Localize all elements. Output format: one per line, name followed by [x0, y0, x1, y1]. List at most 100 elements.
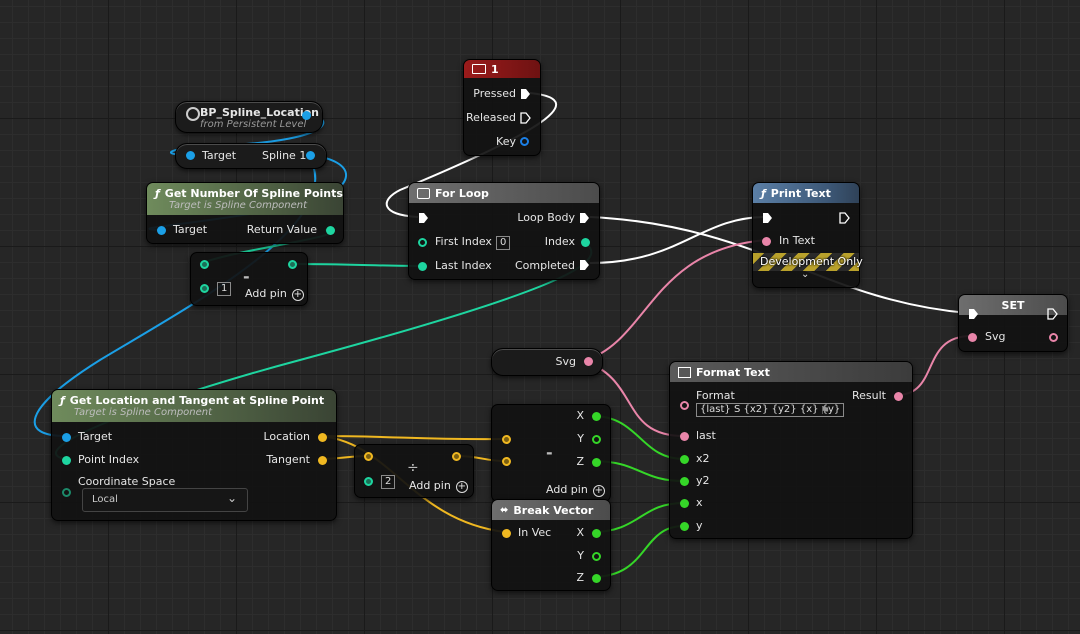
divide-output-pin[interactable]: [452, 452, 461, 461]
y-input-pin[interactable]: [680, 522, 689, 531]
integer-subtract-node[interactable]: - 1 Add pin+: [190, 252, 308, 306]
vec-sub-z-pin[interactable]: [592, 458, 601, 467]
localization-flag-icon[interactable]: ⚑: [820, 404, 830, 417]
first-index-value-box[interactable]: 0: [495, 236, 511, 250]
svg-getter-output-pin[interactable]: [584, 357, 593, 366]
print-text-header: ƒ Print Text: [753, 183, 859, 203]
coordinate-space-dropdown[interactable]: Local ⌄: [82, 488, 248, 512]
divide-add-pin-button[interactable]: Add pin +: [409, 479, 468, 493]
loop-body-exec-pin[interactable]: [579, 212, 590, 224]
in-text-pin[interactable]: [762, 237, 771, 246]
set-svg-output-pin[interactable]: [1049, 333, 1058, 342]
break-x-pin[interactable]: [592, 529, 601, 538]
subtract-input-b-pin[interactable]: [200, 284, 209, 293]
in-vec-pin[interactable]: [502, 529, 511, 538]
divide-input-b-pin[interactable]: [364, 477, 373, 486]
break-vector-header: ⬌Break Vector: [492, 500, 610, 520]
first-index-pin[interactable]: [418, 238, 427, 247]
key-struct-pin[interactable]: [520, 137, 529, 146]
vec-sub-x-pin[interactable]: [592, 412, 601, 421]
tangent-output-pin[interactable]: [318, 456, 327, 465]
last-input-pin[interactable]: [680, 432, 689, 441]
vector-subtract-node[interactable]: - X Y Z Add pin+: [491, 404, 611, 502]
coordinate-space-pin[interactable]: [62, 488, 71, 497]
coordinate-space-label: Coordinate Space: [78, 475, 176, 488]
divide-value-box[interactable]: 2: [381, 475, 396, 489]
vec-sub-y-pin[interactable]: [592, 435, 601, 444]
key-1-title: 1: [491, 62, 499, 76]
first-index-text: First Index: [435, 235, 492, 248]
get-spline-target-pin[interactable]: [186, 151, 195, 160]
format-text-title: Format Text: [696, 365, 770, 379]
break-y-pin[interactable]: [592, 552, 601, 561]
get-number-of-spline-points-subtitle: Target is Spline Component: [169, 200, 308, 211]
x-input-pin[interactable]: [680, 499, 689, 508]
set-exec-out-pin[interactable]: [1047, 308, 1058, 320]
get-location-and-tangent-title: Get Location and Tangent at Spline Point: [69, 394, 325, 407]
key-1-event-node[interactable]: 1 Pressed Released Key: [463, 59, 541, 156]
print-text-title: Print Text: [770, 186, 831, 200]
set-svg-input-pin[interactable]: [968, 333, 977, 342]
format-text-icon: [678, 366, 691, 378]
last-index-label: Last Index: [435, 259, 492, 272]
bp-spline-location-output-pin[interactable]: [302, 111, 311, 120]
loc-target-label: Target: [78, 430, 113, 443]
format-text-node[interactable]: Format Text Format {last} S {x2} {y2} {x…: [669, 361, 913, 539]
format-pin[interactable]: [680, 401, 689, 410]
released-exec-pin[interactable]: [520, 112, 531, 124]
bp-spline-location-title: BP_Spline_Location: [200, 106, 320, 119]
location-output-pin[interactable]: [318, 433, 327, 442]
x2-label: x2: [696, 452, 710, 465]
num-points-target-pin[interactable]: [157, 226, 166, 235]
subtract-input-a-pin[interactable]: [200, 260, 209, 269]
for-loop-header: For Loop: [409, 183, 599, 203]
y2-input-pin[interactable]: [680, 477, 689, 486]
vec-wire-location-to-sub: [317, 435, 506, 441]
svg-getter-node[interactable]: Svg: [491, 348, 603, 376]
break-vector-node[interactable]: ⬌Break Vector In Vec X Y Z: [491, 499, 611, 591]
break-z-pin[interactable]: [592, 574, 601, 583]
int-wire-subtract-to-lastindex: [291, 263, 424, 267]
print-text-exec-out-pin[interactable]: [839, 212, 850, 224]
vec-sub-op-label: -: [546, 443, 553, 462]
expand-chevron-icon[interactable]: ⌄: [801, 269, 810, 280]
vec-sub-add-pin-button[interactable]: Add pin+: [546, 483, 605, 497]
pressed-exec-pin[interactable]: [520, 88, 531, 100]
for-loop-exec-in-pin[interactable]: [418, 212, 429, 224]
last-index-pin[interactable]: [418, 262, 427, 271]
format-value-box[interactable]: {last} S {x2} {y2} {x} {y}: [696, 403, 845, 417]
subtract-add-pin-label: Add pin: [245, 287, 287, 300]
subtract-add-pin-button[interactable]: Add pin+: [245, 287, 304, 301]
loc-target-pin[interactable]: [62, 433, 71, 442]
completed-exec-pin[interactable]: [579, 259, 590, 271]
get-spline-1-node[interactable]: Target Spline 1: [175, 143, 327, 169]
divide-add-pin-label: Add pin: [409, 479, 451, 492]
num-points-return-pin[interactable]: [326, 226, 335, 235]
point-index-pin[interactable]: [62, 456, 71, 465]
vec-sub-input-b-pin[interactable]: [502, 457, 511, 466]
function-icon: ƒ: [761, 186, 766, 200]
result-output-pin[interactable]: [894, 392, 903, 401]
last-label: last: [696, 429, 716, 442]
bp-spline-location-node[interactable]: BP_Spline_Location from Persistent Level: [175, 101, 323, 133]
vector-divide-node[interactable]: ÷ 2 Add pin+: [354, 444, 474, 498]
development-only-label: Development Only: [760, 255, 863, 268]
vec-sub-input-a-pin[interactable]: [502, 435, 511, 444]
subtract-value-box[interactable]: 1: [217, 282, 232, 296]
x2-input-pin[interactable]: [680, 455, 689, 464]
index-output-pin[interactable]: [581, 238, 590, 247]
divide-input-a-pin[interactable]: [364, 452, 373, 461]
print-text-exec-in-pin[interactable]: [762, 212, 773, 224]
set-exec-in-pin[interactable]: [968, 308, 979, 320]
add-pin-plus-icon: +: [455, 481, 468, 493]
spline-1-output-pin[interactable]: [306, 151, 315, 160]
get-number-of-spline-points-title: Get Number Of Spline Points: [164, 187, 343, 200]
set-svg-node[interactable]: SET Svg: [958, 294, 1068, 352]
subtract-output-pin[interactable]: [288, 260, 297, 269]
